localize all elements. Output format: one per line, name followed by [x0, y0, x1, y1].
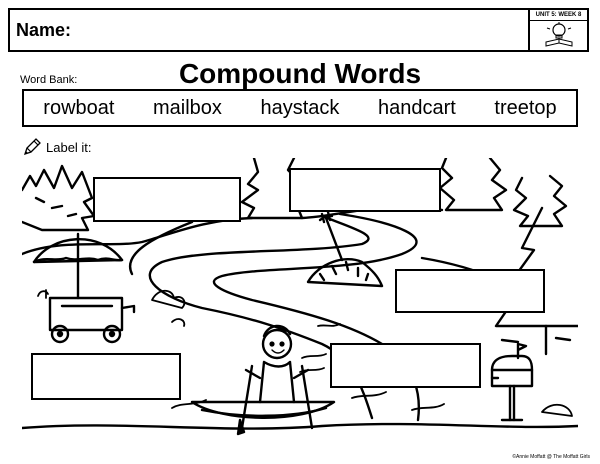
pencil-icon: [23, 138, 41, 156]
label-instruction: Label it:: [22, 136, 92, 158]
word-bank: rowboat mailbox haystack handcart treeto…: [22, 89, 578, 127]
word-bank-word: rowboat: [43, 96, 115, 119]
haystack-pitchfork: [306, 210, 384, 288]
answer-box[interactable]: [330, 343, 481, 388]
tree-left: [22, 164, 96, 232]
page-title: Compound Words: [178, 58, 422, 89]
river-left-bank: [148, 214, 374, 420]
answer-box[interactable]: [31, 353, 181, 400]
ground-bottom: [22, 422, 578, 430]
unit-label: UNIT 5: WEEK 8: [530, 10, 587, 21]
label-instruction-text: Label it:: [46, 139, 92, 155]
word-bank-label: Word Bank:: [20, 74, 78, 86]
word-bank-word: handcart: [377, 96, 456, 119]
mailbox: [490, 342, 534, 422]
word-bank-word: treetop: [494, 96, 557, 119]
word-bank-word: mailbox: [153, 96, 222, 119]
lightbulb-book-icon: [545, 22, 573, 47]
answer-box[interactable]: [289, 168, 441, 212]
copyright-credit: ©Annie Moffatt @ The Moffatt Girls: [512, 454, 590, 460]
name-label: Name:: [16, 20, 72, 40]
word-bank-word: haystack: [260, 96, 340, 119]
boy-rowboat: [190, 324, 336, 436]
hill-left: [22, 216, 254, 256]
answer-box[interactable]: [93, 177, 241, 222]
river-curve-outer: [128, 220, 194, 276]
answer-box[interactable]: [395, 269, 545, 313]
unit-badge: UNIT 5: WEEK 8: [528, 10, 587, 50]
tree-top-right: [438, 158, 568, 228]
name-box: Name: UNIT 5: WEEK 8: [8, 8, 589, 52]
beach-umbrella-cart: [32, 232, 136, 344]
